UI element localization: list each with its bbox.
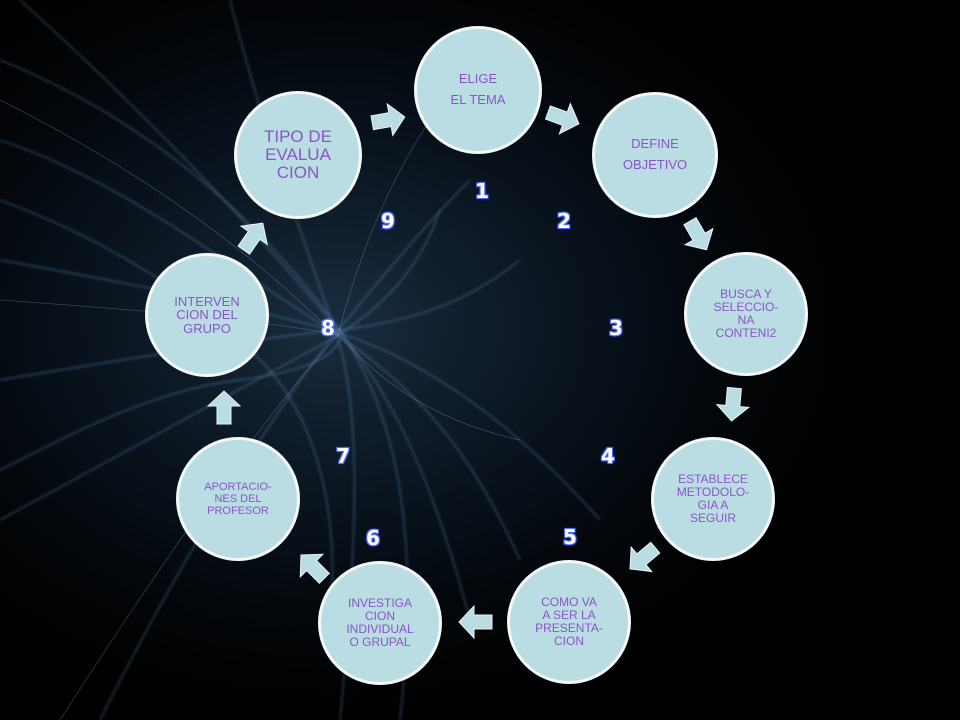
step-label-line: NES DEL bbox=[214, 492, 262, 505]
step-label-line: ELIGE bbox=[458, 71, 498, 87]
step-number-9: 9 bbox=[381, 209, 395, 233]
step-node-1: ELIGE EL TEMA bbox=[414, 26, 542, 154]
step-label-line: CONTENI2 bbox=[715, 326, 777, 341]
corner-box bbox=[676, 678, 960, 720]
step-number-1: 1 bbox=[475, 179, 489, 203]
step-label-line: EL TEMA bbox=[450, 92, 506, 107]
step-label-line: COMO VA bbox=[541, 594, 597, 609]
step-number-6: 6 bbox=[366, 526, 380, 550]
step-number-7: 7 bbox=[336, 444, 350, 468]
step-label-line: GRUPO bbox=[183, 320, 231, 336]
step-number-5: 5 bbox=[563, 525, 577, 549]
step-number-2: 2 bbox=[557, 209, 571, 233]
step-label-line: O GRUPAL bbox=[349, 635, 411, 650]
step-label-line: ESTABLECE bbox=[678, 471, 748, 486]
step-label-line: A SER LA bbox=[542, 607, 596, 622]
step-label-line: NA bbox=[737, 313, 755, 327]
step-label-line: METODOLO- bbox=[676, 484, 750, 499]
step-label-line: DEFINE bbox=[631, 136, 679, 152]
step-label-line: SEGUIR bbox=[689, 511, 736, 526]
step-label-line: CION bbox=[365, 608, 395, 623]
step-number-8: 8 bbox=[321, 316, 335, 340]
step-label-line: INVESTIGA bbox=[347, 595, 412, 610]
step-label-line: PROFESOR bbox=[207, 505, 269, 518]
step-label-line: SELECCIO- bbox=[713, 299, 779, 314]
step-number-4: 4 bbox=[601, 444, 615, 468]
step-label-line: CION bbox=[554, 634, 584, 649]
step-label-line: CION bbox=[276, 162, 320, 182]
step-number-3: 3 bbox=[609, 316, 623, 340]
step-label-line: GIA A bbox=[697, 498, 729, 512]
step-label-line: APORTACIO- bbox=[204, 480, 272, 493]
step-label-line: CION DEL bbox=[176, 307, 238, 323]
step-node-2: DEFINE OBJETIVO bbox=[592, 92, 718, 218]
step-label-line: PRESENTA- bbox=[535, 621, 603, 635]
step-label-line: BUSCA Y bbox=[720, 286, 772, 301]
step-label-line: EVALUA bbox=[265, 145, 331, 165]
step-label-line: OBJETIVO bbox=[622, 157, 688, 172]
step-label-line: INTERVEN bbox=[174, 293, 240, 309]
step-label-line: INDIVIDUAL bbox=[346, 622, 414, 636]
step-label-line: TIPO DE bbox=[263, 127, 332, 147]
